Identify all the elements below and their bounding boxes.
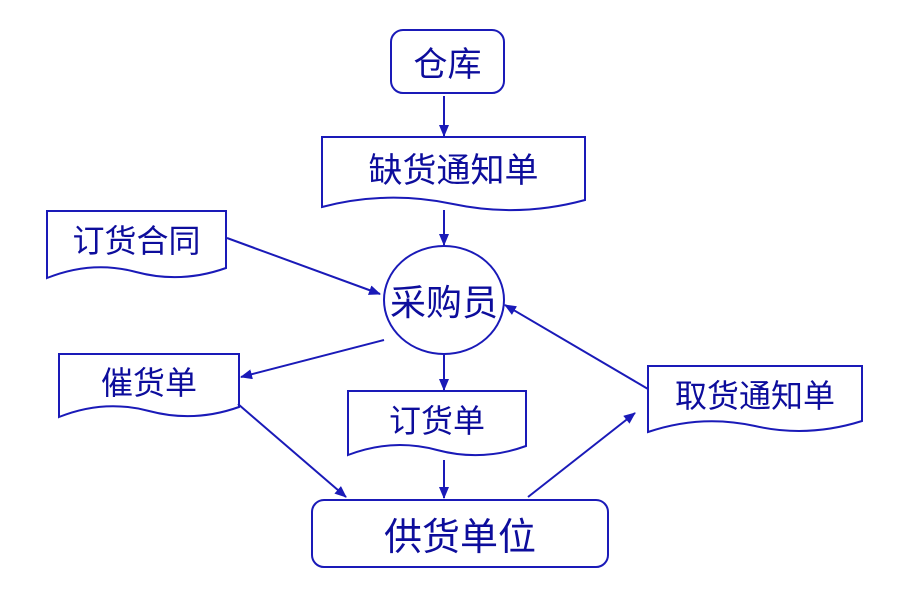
order-form-node [347,390,527,457]
edge-reminder-to-supplier [237,403,347,498]
edge-supplier-to-pickup-notice [527,412,636,498]
pickup-notice-node [647,365,863,434]
order-contract-node [46,210,227,280]
supplier-node [311,499,609,568]
edge-order-contract-to-buyer [226,237,381,295]
reminder-node [58,353,240,419]
shortage-notice-node [321,136,586,212]
buyer-node [383,245,505,355]
edge-pickup-notice-to-buyer [504,304,649,390]
edge-buyer-to-reminder [240,339,385,380]
warehouse-node [390,29,505,94]
